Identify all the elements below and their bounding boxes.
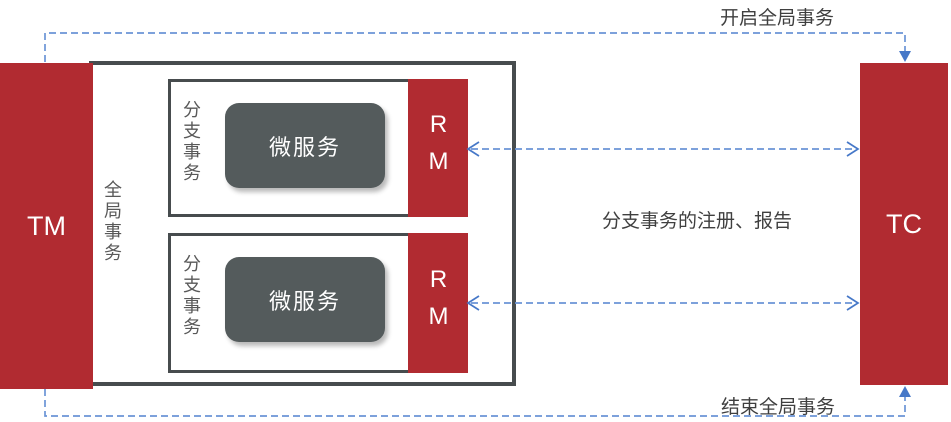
rm-label: RM [425, 266, 452, 340]
edge-end-global-label: 结束全局事务 [720, 397, 835, 418]
rm-label: RM [425, 111, 452, 185]
rm-node-1: RM [408, 79, 468, 217]
branch-transaction-label: 分支事务 [181, 254, 201, 338]
tc-label: TC [886, 208, 922, 239]
microservice-node-2: 微服务 [225, 257, 385, 342]
arrow-down-icon [899, 51, 911, 62]
rm-node-2: RM [408, 233, 468, 373]
microservice-node-1: 微服务 [225, 103, 385, 188]
tc-node: TC [860, 63, 948, 385]
microservice-label: 微服务 [268, 288, 341, 314]
edge-begin-global-line [44, 32, 906, 62]
arrow-right-icon [846, 295, 860, 311]
global-transaction-label: 全局事务 [102, 180, 122, 264]
microservice-label: 微服务 [268, 134, 341, 160]
edge-begin-global-label: 开启全局事务 [719, 8, 834, 29]
branch-transaction-label: 分支事务 [181, 100, 201, 184]
arrow-up-icon [899, 386, 911, 397]
tm-node: TM [0, 63, 93, 389]
branch-transaction-box-2: 分支事务 微服务 RM [168, 233, 468, 373]
branch-transaction-box-1: 分支事务 微服务 RM [168, 79, 468, 217]
edge-branch-register-label: 分支事务的注册、报告 [601, 211, 792, 232]
tm-label: TM [27, 210, 66, 241]
arrow-right-icon [846, 141, 860, 157]
